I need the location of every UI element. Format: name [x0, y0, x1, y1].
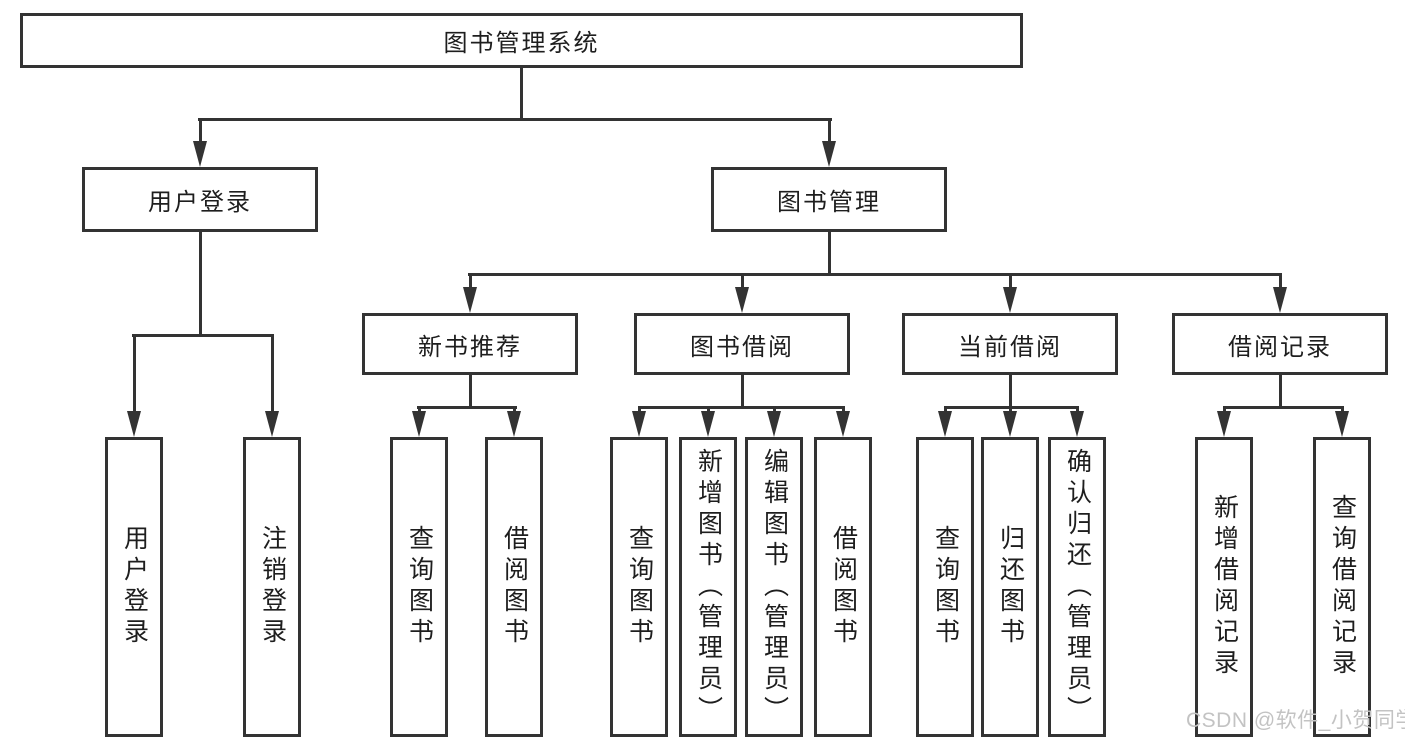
arrowhead-down-icon	[836, 411, 850, 437]
connector-stub-current-borrow	[1009, 276, 1012, 290]
arrowhead-down-icon	[1003, 411, 1017, 437]
connector-current-borrow-split	[944, 406, 1079, 409]
node-book-borrow: 图书借阅	[634, 313, 850, 375]
leaf-query-borrow-record: 查询借阅记录	[1313, 437, 1371, 737]
leaf-return-books: 归还图书	[981, 437, 1039, 737]
connector-stub-leaf-logout	[271, 337, 274, 414]
connector-user-login-trunk	[199, 231, 202, 337]
arrowhead-down-icon	[1003, 287, 1017, 313]
leaf-add-book-admin: 新增图书（管理员）	[679, 437, 737, 737]
connector-level2-split	[198, 118, 832, 121]
arrowhead-down-icon	[193, 141, 207, 167]
node-current-borrow: 当前借阅	[902, 313, 1118, 375]
connector-level3-split	[468, 273, 1282, 276]
leaf-add-borrow-record: 新增借阅记录	[1195, 437, 1253, 737]
leaf-query-books-label: 查询图书	[931, 525, 960, 649]
leaf-confirm-return-admin: 确认归还（管理员）	[1048, 437, 1106, 737]
leaf-borrow-books-label: 借阅图书	[500, 525, 529, 649]
arrowhead-down-icon	[938, 411, 952, 437]
leaf-logout-login-label: 注销登录	[258, 525, 287, 649]
connector-book-management-trunk	[828, 231, 831, 276]
arrowhead-down-icon	[1217, 411, 1231, 437]
arrowhead-down-icon	[1070, 411, 1084, 437]
node-current-borrow-label: 当前借阅	[958, 333, 1062, 361]
leaf-borrow-books-borrow: 借阅图书	[814, 437, 872, 737]
node-new-book-recommend-label: 新书推荐	[418, 333, 522, 361]
node-borrow-records: 借阅记录	[1172, 313, 1388, 375]
arrowhead-down-icon	[701, 411, 715, 437]
leaf-query-books-current: 查询图书	[916, 437, 974, 737]
arrowhead-down-icon	[412, 411, 426, 437]
arrowhead-down-icon	[822, 141, 836, 167]
arrowhead-down-icon	[735, 287, 749, 313]
arrowhead-down-icon	[507, 411, 521, 437]
node-user-login-label: 用户登录	[148, 189, 252, 216]
connector-book-borrow-trunk	[741, 374, 744, 409]
arrowhead-down-icon	[463, 287, 477, 313]
leaf-logout-login: 注销登录	[243, 437, 301, 737]
arrowhead-down-icon	[767, 411, 781, 437]
leaf-add-borrow-record-label: 新增借阅记录	[1210, 494, 1239, 680]
connector-root-trunk	[520, 68, 523, 121]
leaf-edit-book-admin: 编辑图书（管理员）	[745, 437, 803, 737]
leaf-query-books-recommend: 查询图书	[390, 437, 448, 737]
watermark-text: CSDN @软件_小贺同学	[1186, 709, 1405, 732]
connector-stub-book-management	[828, 121, 831, 144]
arrowhead-down-icon	[632, 411, 646, 437]
leaf-user-login: 用户登录	[105, 437, 163, 737]
leaf-query-books-label: 查询图书	[405, 525, 434, 649]
connector-borrow-records-split	[1223, 406, 1344, 409]
leaf-edit-book-admin-label: 编辑图书（管理员）	[760, 447, 789, 727]
connector-new-book-trunk	[469, 374, 472, 409]
node-new-book-recommend: 新书推荐	[362, 313, 578, 375]
connector-new-book-split	[417, 406, 517, 409]
connector-stub-new-book	[469, 276, 472, 290]
leaf-borrow-books-recommend: 借阅图书	[485, 437, 543, 737]
leaf-add-book-admin-label: 新增图书（管理员）	[694, 447, 723, 727]
connector-borrow-records-trunk	[1279, 374, 1282, 409]
connector-current-borrow-trunk	[1009, 374, 1012, 409]
node-root: 图书管理系统	[20, 13, 1023, 68]
leaf-query-borrow-record-label: 查询借阅记录	[1328, 494, 1357, 680]
connector-stub-user-login	[199, 121, 202, 144]
connector-book-borrow-split	[638, 406, 845, 409]
connector-stub-leaf-user-login	[133, 337, 136, 414]
arrowhead-down-icon	[265, 411, 279, 437]
node-book-borrow-label: 图书借阅	[690, 333, 794, 361]
node-root-label: 图书管理系统	[443, 30, 600, 57]
leaf-confirm-return-admin-label: 确认归还（管理员）	[1063, 447, 1092, 727]
arrowhead-down-icon	[1273, 287, 1287, 313]
leaf-query-books-borrow: 查询图书	[610, 437, 668, 737]
connector-user-login-split	[132, 334, 274, 337]
arrowhead-down-icon	[127, 411, 141, 437]
node-borrow-records-label: 借阅记录	[1228, 333, 1332, 361]
leaf-user-login-label: 用户登录	[120, 525, 149, 649]
node-user-login: 用户登录	[82, 167, 318, 232]
connector-stub-borrow-records	[1279, 276, 1282, 290]
node-book-management-label: 图书管理	[777, 189, 881, 216]
connector-stub-book-borrow	[741, 276, 744, 290]
arrowhead-down-icon	[1335, 411, 1349, 437]
leaf-borrow-books-label: 借阅图书	[829, 525, 858, 649]
node-book-management: 图书管理	[711, 167, 947, 232]
leaf-query-books-label: 查询图书	[625, 525, 654, 649]
leaf-return-books-label: 归还图书	[996, 525, 1025, 649]
